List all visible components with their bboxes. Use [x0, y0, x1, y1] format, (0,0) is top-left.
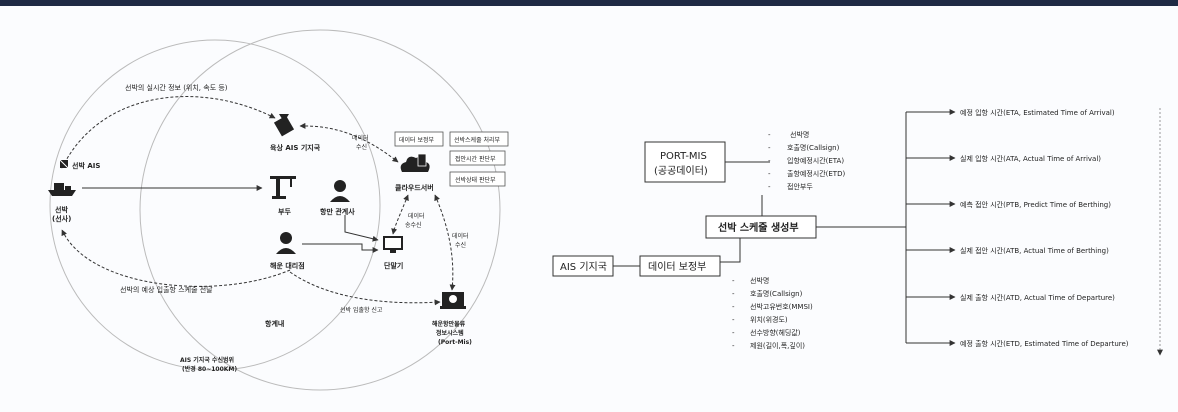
output-ata: 실제 입항 시간(ATA, Actual Time of Arrival)	[960, 154, 1101, 163]
ship-ais-icon	[59, 159, 69, 169]
output-etd: 예정 출항 시간(ETD, Estimated Time of Departur…	[960, 339, 1129, 348]
ship-label-1: 선박	[55, 205, 68, 214]
cloud-server-icon	[400, 153, 430, 172]
correction-to-generator-line	[720, 238, 741, 263]
agent-to-terminal-arrow	[302, 243, 379, 253]
svg-text:-: -	[732, 290, 735, 298]
report-arrow	[289, 271, 441, 306]
ais-range-label-1: AIS 기지국 수신범위	[180, 356, 234, 364]
portmis-box-sub: (공공데이터)	[654, 165, 708, 177]
data-receive2-label-1: 데이터	[452, 232, 469, 240]
schedule-notice-arrow	[61, 229, 291, 287]
left-diagram: 선박의 실시간 정보 (위치, 속도 등) 육상 AIS 기지국 선박 AIS …	[48, 29, 509, 391]
portmis-label-2: 정보시스템	[436, 329, 464, 337]
generator-label: 선박 스케줄 생성부	[718, 221, 799, 234]
correction-box	[639, 255, 721, 277]
output-atb: 실제 접안 시간(ATB, Actual Time of Berthing)	[960, 246, 1109, 255]
svg-text:-: -	[732, 329, 735, 337]
pier-label: 부두	[278, 207, 291, 216]
svg-text:-: -	[732, 316, 735, 324]
ais-box-label: AIS 기지국	[560, 261, 607, 273]
svg-text:-: -	[732, 342, 735, 350]
svg-text:-: -	[732, 277, 735, 285]
ais-to-cloud-arrow	[299, 122, 399, 163]
svg-text:선박상태 판단부: 선박상태 판단부	[455, 176, 496, 184]
svg-text:-: -	[768, 131, 771, 139]
ship-icon	[48, 183, 76, 196]
ground-ais-icon	[273, 114, 295, 137]
port-area-circle	[139, 29, 501, 391]
data-receive-label-1: 데이터	[352, 134, 369, 142]
shipping-agent-label: 해운 대리점	[270, 261, 305, 270]
report-label: 선박 입출항 신고	[340, 306, 383, 314]
ais-range-circle	[49, 39, 381, 371]
port-stakeholder-label: 항만 관계사	[320, 207, 355, 216]
ais-item: 선수방향(헤딩값)	[750, 328, 801, 337]
ais-item: 제원(길이,폭,깊이)	[750, 341, 805, 350]
correction-box-label: 데이터 보정부	[648, 261, 706, 273]
portmis-item: 선박명	[790, 130, 809, 139]
output-labels: 예정 입항 시간(ETA, Estimated Time of Arrival)…	[960, 108, 1129, 348]
svg-text:-: -	[768, 144, 771, 152]
ais-item: 위치(위경도)	[750, 315, 788, 324]
data-send-receive-label-1: 데이터	[408, 212, 425, 220]
svg-text:-: -	[768, 170, 771, 178]
crane-icon	[270, 176, 296, 199]
module-box-berthing: 접안시간 판단부	[449, 150, 506, 166]
output-eta: 예정 입항 시간(ETA, Estimated Time of Arrival)	[960, 108, 1115, 117]
ais-range-label-2: (반경 80~100KM)	[182, 365, 237, 373]
portmis-laptop-icon	[440, 292, 466, 309]
terminal-icon	[383, 236, 403, 253]
realtime-info-arrow	[61, 96, 276, 169]
ship-ais-label: 선박 AIS	[72, 161, 100, 170]
portmis-item: 접안부두	[787, 182, 813, 191]
ais-item: 선박명	[750, 276, 769, 285]
svg-text:-: -	[732, 303, 735, 311]
portmis-item: 출항예정시간(ETD)	[787, 169, 845, 178]
content-panel	[0, 6, 1178, 412]
svg-text:-: -	[768, 183, 771, 191]
port-area-label: 항계내	[265, 319, 284, 328]
data-receive2-label-2: 수신	[455, 241, 466, 249]
svg-text:접안시간 판단부: 접안시간 판단부	[455, 155, 496, 163]
right-diagram: PORT-MIS (공공데이터) - 선박명 - 호출명(Callsign) -…	[552, 108, 1163, 356]
ground-ais-label: 육상 AIS 기지국	[270, 143, 321, 152]
output-atd: 실제 출항 시간(ATD, Actual Time of Departure)	[960, 293, 1115, 302]
ais-item: 호출명(Callsign)	[750, 289, 803, 298]
person-icon-stakeholder	[330, 180, 350, 202]
output-arrows	[906, 109, 956, 346]
svg-text:선박스케줄 처리부: 선박스케줄 처리부	[454, 136, 501, 144]
person-icon-agent	[276, 232, 296, 254]
ship-label-2: (선사)	[52, 214, 71, 223]
module-box-schedule: 선박스케줄 처리부	[449, 131, 509, 147]
svg-text:데이터 보정부: 데이터 보정부	[399, 136, 435, 144]
stakeholder-to-terminal-arrow	[344, 215, 379, 242]
terminal-label: 단말기	[384, 261, 403, 270]
data-send-receive-label-2: 송수신	[405, 221, 422, 229]
cloud-to-portmis-arrow	[434, 194, 456, 291]
cloud-server-label: 클라우드서버	[395, 183, 434, 192]
output-ptb: 예측 접안 시간(PTB, Predict Time of Berthing)	[960, 200, 1111, 209]
ais-items-list: - 선박명 - 호출명(Callsign) - 선박고유번호(MMSI) - 위…	[732, 276, 813, 350]
portmis-box-title: PORT-MIS	[660, 151, 707, 162]
portmis-label-3: (Port-Mis)	[438, 339, 472, 346]
schedule-notice-label: 선박의 예상 입출항 스케줄 전달	[120, 285, 213, 294]
module-box-correction: 데이터 보정부	[394, 131, 444, 147]
portmis-item: 입항예정시간(ETA)	[787, 156, 844, 165]
top-bar	[0, 0, 1178, 6]
module-box-status: 선박상태 판단부	[449, 171, 506, 187]
portmis-item: 호출명(Callsign)	[787, 143, 840, 152]
realtime-info-label: 선박의 실시간 정보 (위치, 속도 등)	[125, 83, 228, 92]
cloud-to-terminal-arrow	[391, 194, 409, 235]
svg-text:-: -	[768, 157, 771, 165]
portmis-items-list: - 선박명 - 호출명(Callsign) - 입항예정시간(ETA) - 출항…	[768, 130, 845, 191]
data-receive-label-2: 수신	[356, 143, 367, 151]
ais-item: 선박고유번호(MMSI)	[750, 302, 813, 311]
portmis-label-1: 해운항만물류	[432, 320, 466, 328]
